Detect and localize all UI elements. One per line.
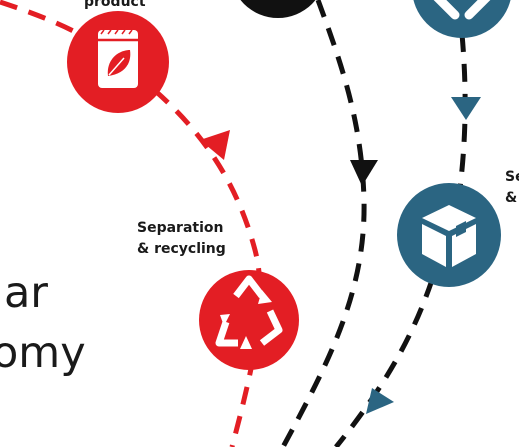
teal-arrowhead-lower [366,388,394,414]
teal-path-lower [334,279,435,447]
separation-recycling-label: Separation & recycling [137,220,226,257]
top-black-circle [240,0,316,18]
red-arrowhead [200,130,230,160]
title-fragment-2: omy [0,328,86,378]
title-fragment-1: lar [0,268,48,318]
product-label: product [84,0,146,10]
package-box-icon [397,183,501,287]
cross-arrows-icon [413,0,511,38]
leaf-bag-icon [67,11,169,113]
right-partial-label: Se & [505,169,519,206]
recycle-icon [199,270,299,370]
teal-arrowhead-upper [451,97,481,120]
black-arrowhead [350,160,378,186]
black-cycle-path [280,0,367,447]
